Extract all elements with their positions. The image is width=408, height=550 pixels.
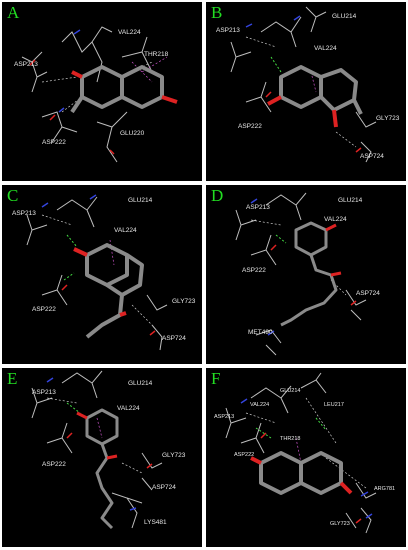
panel-d: D GLU214 ASP213 VAL224 ASP222 ASP724 MET… xyxy=(206,185,406,364)
residue-label: VAL224 xyxy=(114,227,137,234)
residue-label: ASP222 xyxy=(42,461,66,468)
residue-label: ASP724 xyxy=(356,290,380,297)
residue-label: GLU214 xyxy=(128,380,153,387)
residue-label: VAL224 xyxy=(324,216,347,223)
panel-e: E GLU214 ASP213 VAL224 ASP222 GLY723 ASP… xyxy=(2,368,202,547)
panel-b-structure xyxy=(230,6,377,163)
residue-label: GLY723 xyxy=(330,521,350,527)
residue-label: LEU217 xyxy=(324,402,344,408)
residue-label: ASP222 xyxy=(238,123,262,130)
residue-label: ARG781 xyxy=(374,486,396,492)
residue-label: THR218 xyxy=(280,436,301,442)
residue-label: GLU214 xyxy=(280,388,301,394)
panel-c-structure xyxy=(26,194,168,351)
residue-label: GLY723 xyxy=(162,452,186,459)
residue-label: GLU214 xyxy=(338,197,363,204)
residue-label: ASP213 xyxy=(14,61,38,68)
panel-d-label: D xyxy=(211,186,224,205)
residue-label: ASP222 xyxy=(32,306,56,313)
residue-label: VAL224 xyxy=(314,45,337,52)
residue-label: ASP724 xyxy=(360,153,384,160)
panel-b-label: B xyxy=(211,3,223,22)
residue-label: ASP222 xyxy=(234,452,255,458)
residue-label: ASP213 xyxy=(246,204,270,211)
residue-label: GLY723 xyxy=(172,298,196,305)
residue-label: ASP724 xyxy=(162,335,186,342)
panel-f: F GLU214 VAL224 LEU217 ASP213 THR218 ASP… xyxy=(206,368,406,547)
residue-label: GLU214 xyxy=(128,197,153,204)
residue-label: LYS481 xyxy=(144,519,167,526)
residue-label: GLU214 xyxy=(332,13,357,20)
panel-f-label: F xyxy=(211,369,221,388)
residue-label: ASP222 xyxy=(242,267,266,274)
residue-label: GLU220 xyxy=(120,130,145,137)
residue-label: ASP222 xyxy=(42,139,66,146)
residue-label: VAL224 xyxy=(118,29,141,36)
residue-label: GLY723 xyxy=(376,115,400,122)
residue-label: VAL224 xyxy=(250,402,270,408)
residue-label: ASP213 xyxy=(32,389,56,396)
panel-c: C GLU214 ASP213 VAL224 ASP222 GLY723 ASP… xyxy=(2,185,202,364)
panel-a-structure xyxy=(21,26,178,163)
residue-label: THR218 xyxy=(144,51,169,58)
residue-label: MET490 xyxy=(248,329,273,336)
panel-a-label: A xyxy=(7,3,20,22)
residue-label: ASP213 xyxy=(12,210,36,217)
panel-f-structure xyxy=(225,372,377,534)
panel-d-structure xyxy=(235,192,367,356)
panel-e-label: E xyxy=(7,369,18,388)
panel-b: B GLU214 ASP213 VAL224 ASP222 GLY723 ASP… xyxy=(206,2,406,181)
panel-a: A ASP213 VAL224 THR218 ASP222 GLU220 xyxy=(2,2,202,181)
panel-c-label: C xyxy=(7,186,19,205)
panel-e-structure xyxy=(31,370,163,530)
residue-label: VAL224 xyxy=(117,405,140,412)
residue-label: ASP213 xyxy=(216,27,240,34)
residue-label: ASP724 xyxy=(152,484,176,491)
residue-label: ASP213 xyxy=(214,414,235,420)
